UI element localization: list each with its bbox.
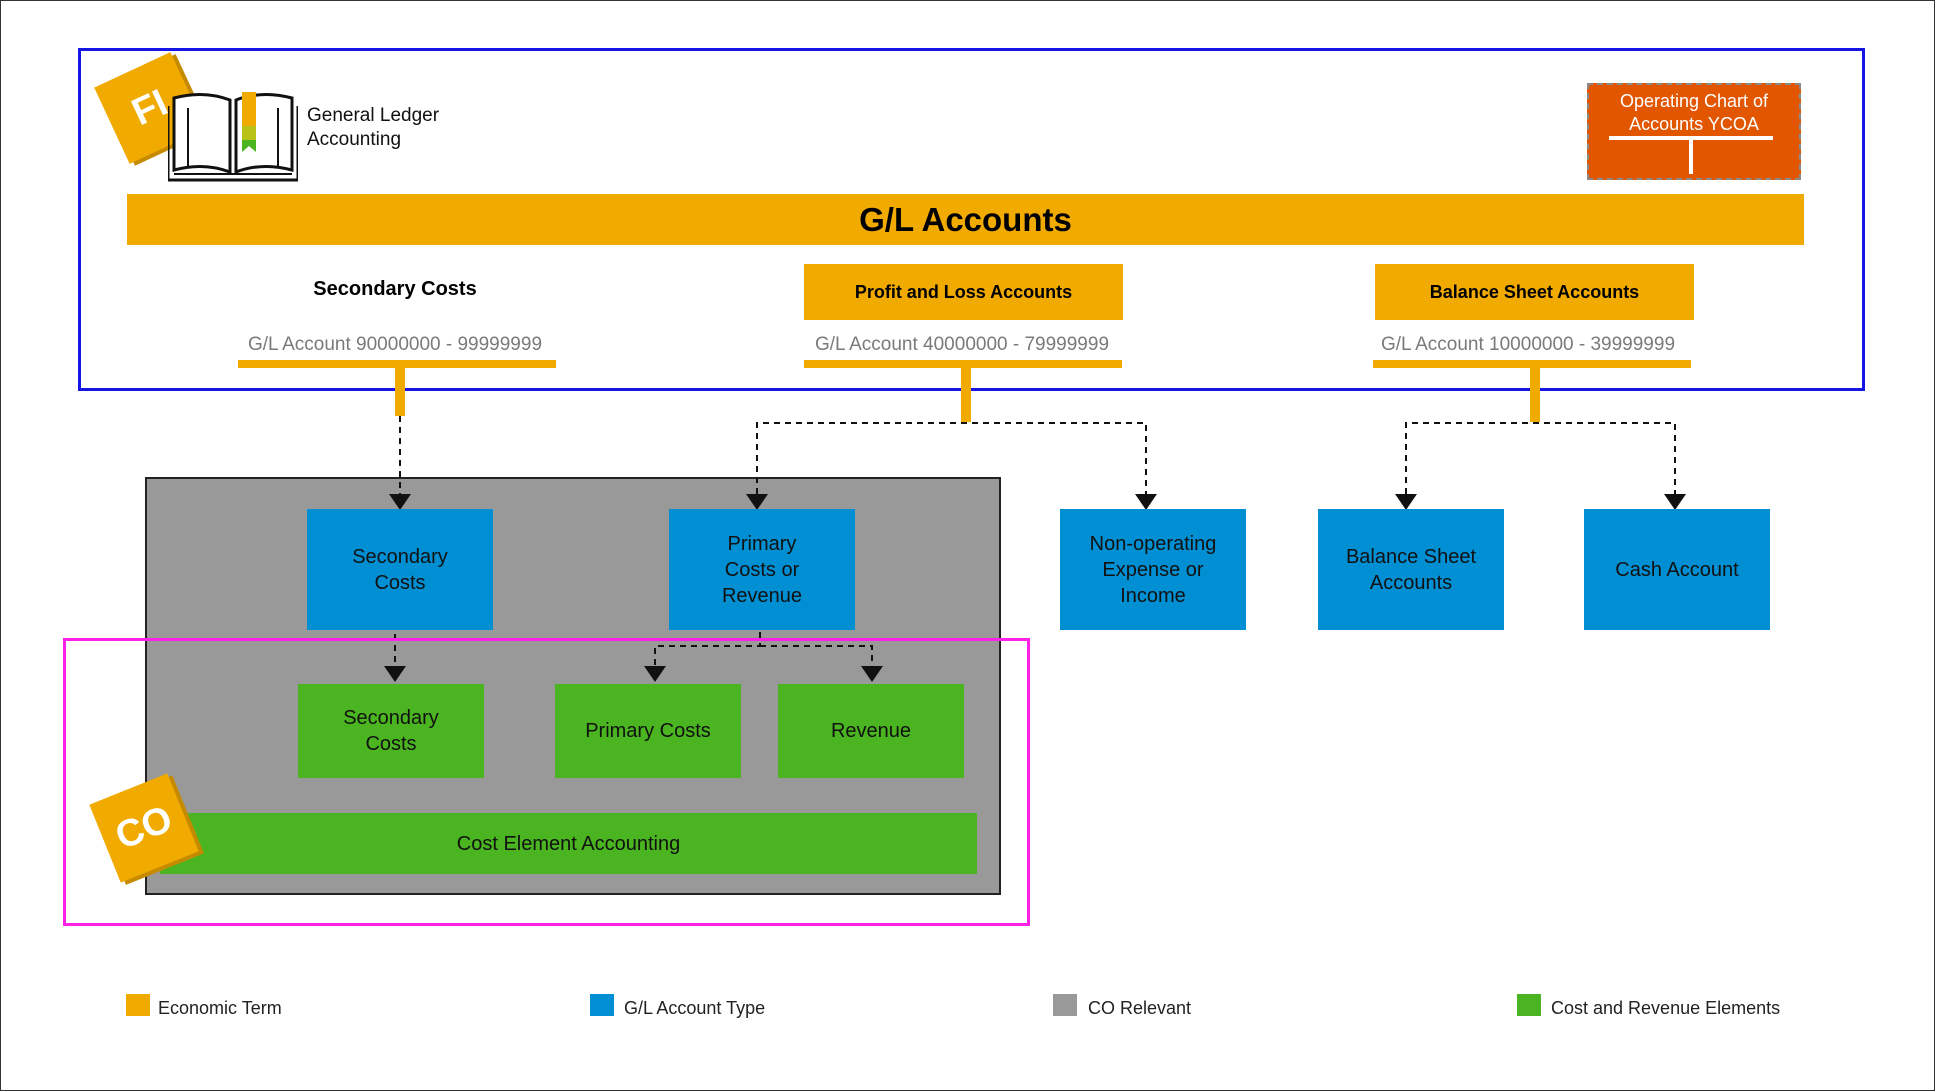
co-primary-costs: Primary Costs	[555, 684, 741, 778]
category-balance-sheet-label: Balance Sheet Accounts	[1429, 281, 1640, 302]
stem-balance-sheet	[1530, 366, 1540, 422]
co-frame	[63, 638, 1030, 926]
legend-gl-account-type: G/L Account Type	[624, 998, 766, 1018]
range-balance-sheet: G/L Account 10000000 - 39999999	[1380, 334, 1676, 355]
category-profit-loss: Profit and Loss Accounts	[804, 264, 1123, 320]
range-secondary: G/L Account 90000000 - 99999999	[247, 334, 543, 355]
underline-balance-sheet	[1373, 360, 1691, 368]
gl-type-cash-account-label: Cash Account	[1615, 558, 1739, 581]
legend-swatch-cost-revenue-elements	[1517, 994, 1541, 1016]
legend-swatch-co-relevant	[1053, 994, 1077, 1016]
co-secondary-costs: Secondary Costs	[298, 684, 484, 778]
category-secondary-costs: Secondary Costs	[313, 278, 477, 300]
gl-type-primary-costs-revenue-label: Primary Costs or Revenue	[721, 532, 803, 607]
range-profit-loss: G/L Account 40000000 - 79999999	[814, 334, 1110, 355]
arrowhead	[1395, 494, 1417, 510]
cost-element-accounting-label: Cost Element Accounting	[456, 832, 681, 855]
gl-type-non-operating: Non-operating Expense or Income	[1060, 509, 1246, 630]
underline-secondary	[238, 360, 556, 368]
co-revenue: Revenue	[778, 684, 964, 778]
arrowhead	[1664, 494, 1686, 510]
arrowhead	[746, 494, 768, 510]
stem-profit-loss	[961, 366, 971, 422]
co-secondary-costs-label: Secondary Costs	[343, 707, 439, 755]
co-badge-label: CO	[109, 797, 179, 858]
category-balance-sheet: Balance Sheet Accounts	[1375, 264, 1694, 320]
arrowhead	[644, 666, 666, 682]
legend-economic-term: Economic Term	[158, 998, 282, 1018]
legend-cost-revenue-elements: Cost and Revenue Elements	[1551, 998, 1781, 1018]
arrowhead	[389, 494, 411, 510]
arrowhead	[384, 666, 406, 682]
fi-frame	[78, 48, 1865, 391]
legend-swatch-gl-account-type	[590, 994, 614, 1016]
arrowhead	[1135, 494, 1157, 510]
gl-type-secondary-costs-label: Secondary Costs	[352, 545, 448, 594]
book-icon	[168, 92, 298, 182]
gl-type-balance-sheet-accounts-label: Balance Sheet Accounts	[1345, 545, 1477, 594]
gl-type-non-operating-label: Non-operating Expense or Income	[1089, 532, 1217, 607]
legend-swatch-economic-term	[126, 994, 150, 1016]
co-revenue-label: Revenue	[830, 720, 912, 742]
general-ledger-label: General Ledger Accounting	[307, 105, 440, 150]
ycoa-label: Operating Chart of Accounts YCOA	[1619, 91, 1769, 134]
legend-co-relevant: CO Relevant	[1088, 998, 1192, 1018]
gl-type-secondary-costs: Secondary Costs	[307, 509, 493, 630]
gl-type-cash-account: Cash Account	[1584, 509, 1770, 630]
ycoa-stem	[1689, 138, 1693, 174]
gl-accounts-banner: G/L Accounts	[127, 194, 1804, 245]
stem-secondary	[395, 366, 405, 416]
gl-type-balance-sheet-accounts: Balance Sheet Accounts	[1318, 509, 1504, 630]
category-profit-loss-label: Profit and Loss Accounts	[854, 281, 1073, 302]
gl-type-primary-costs-revenue: Primary Costs or Revenue	[669, 509, 855, 630]
co-primary-costs-label: Primary Costs	[585, 720, 711, 742]
cost-element-accounting: Cost Element Accounting	[160, 813, 977, 874]
underline-profit-loss	[804, 360, 1122, 368]
arrowhead	[861, 666, 883, 682]
ycoa-box: Operating Chart of Accounts YCOA	[1587, 83, 1801, 180]
gl-accounts-title: G/L Accounts	[859, 200, 1072, 238]
